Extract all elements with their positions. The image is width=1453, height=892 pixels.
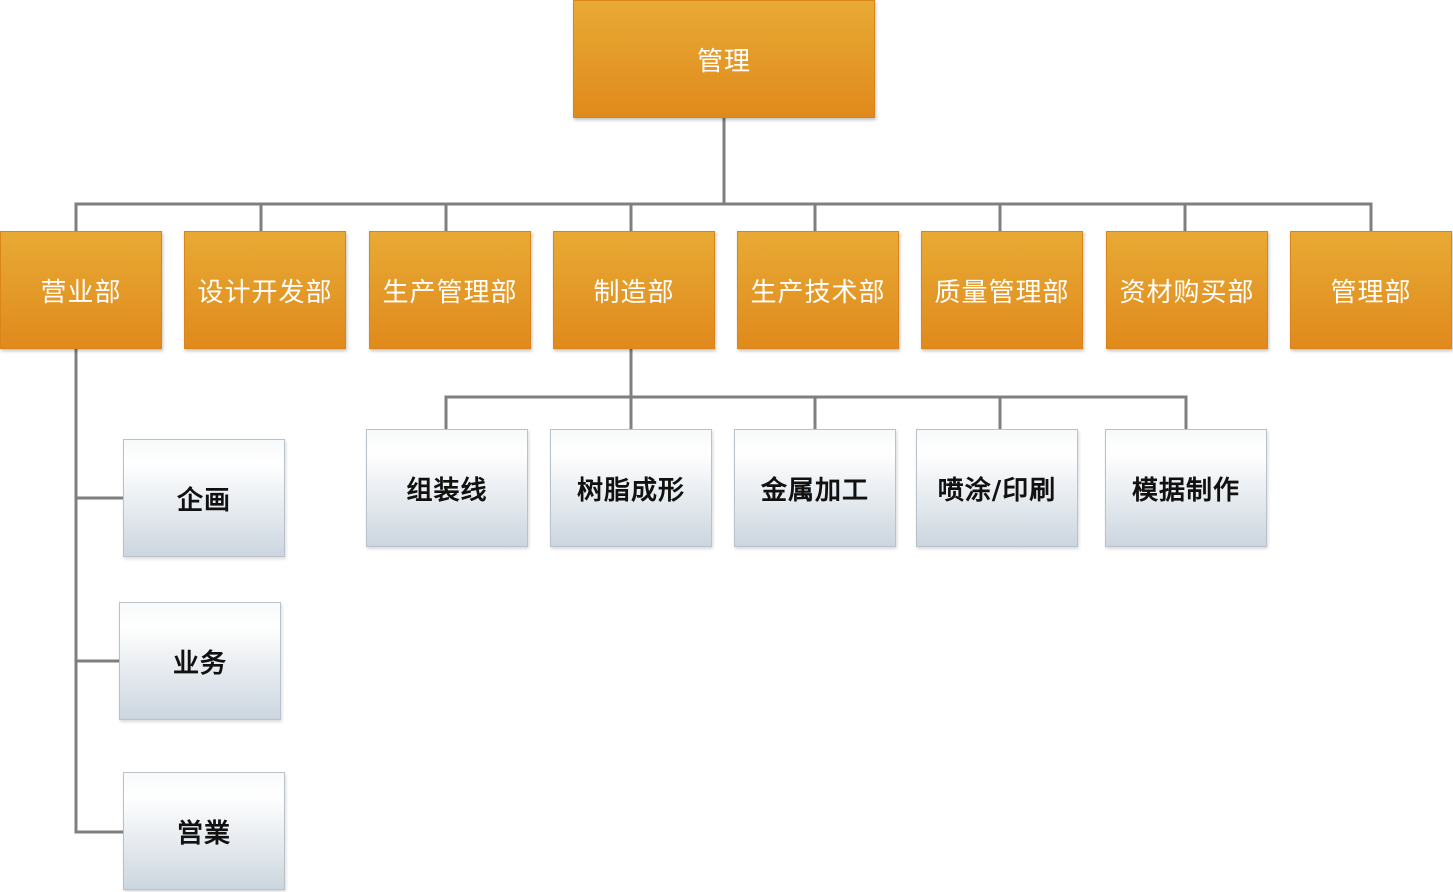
- root-node: 管理: [573, 0, 875, 118]
- sales-child-label: 企画: [176, 485, 231, 516]
- root-label: 管理: [696, 46, 751, 77]
- mfg-child-metal-processing: 金属加工: [734, 429, 896, 547]
- dept-label: 生产管理部: [382, 277, 518, 308]
- mfg-child-label: 模据制作: [1131, 475, 1240, 506]
- sales-child-label: 営業: [176, 818, 231, 849]
- mfg-child-assembly-line: 组装线: [366, 429, 528, 547]
- dept-label: 生产技术部: [750, 277, 886, 308]
- dept-quality-management: 质量管理部: [921, 231, 1083, 349]
- dept-production-management: 生产管理部: [369, 231, 531, 349]
- mfg-child-label: 树脂成形: [576, 475, 685, 506]
- mfg-child-label: 组装线: [406, 475, 488, 506]
- dept-materials-purchasing: 资材购买部: [1106, 231, 1268, 349]
- mfg-child-label: 金属加工: [760, 475, 869, 506]
- dept-label: 质量管理部: [934, 277, 1070, 308]
- mfg-child-resin-molding: 树脂成形: [550, 429, 712, 547]
- sales-child-planning: 企画: [123, 439, 285, 557]
- sales-child-sales: 営業: [123, 772, 285, 890]
- dept-label: 设计开发部: [197, 277, 333, 308]
- dept-label: 资材购买部: [1119, 277, 1255, 308]
- dept-design-development: 设计开发部: [184, 231, 346, 349]
- dept-label: 管理部: [1330, 277, 1412, 308]
- dept-label: 营业部: [40, 277, 122, 308]
- sales-child-business: 业务: [119, 602, 281, 720]
- dept-production-technology: 生产技术部: [737, 231, 899, 349]
- dept-label: 制造部: [593, 277, 675, 308]
- dept-administration: 管理部: [1290, 231, 1452, 349]
- sales-child-label: 业务: [172, 648, 227, 679]
- mfg-child-painting-printing: 喷涂/印刷: [916, 429, 1078, 547]
- mfg-child-label: 喷涂/印刷: [937, 475, 1057, 506]
- dept-manufacturing: 制造部: [553, 231, 715, 349]
- mfg-child-mold-making: 模据制作: [1105, 429, 1267, 547]
- dept-sales: 营业部: [0, 231, 162, 349]
